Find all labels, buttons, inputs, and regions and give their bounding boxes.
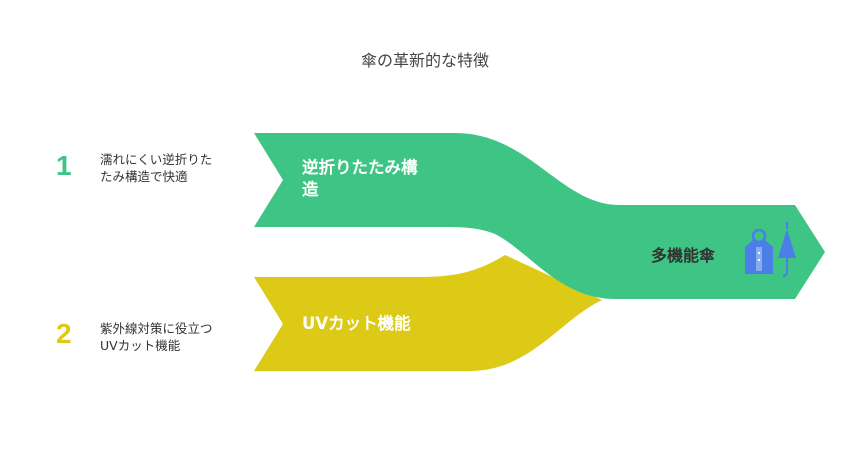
green-flow-band [254,133,825,299]
umbrella-coat-icon [745,222,796,277]
yellow-band-label: UVカット機能 [302,314,411,333]
step-number-2: 2 [56,318,72,349]
step-2-description-line-2: UVカット機能 [100,338,181,353]
step-number-1: 1 [56,150,72,181]
step-2-description-line-1: 紫外線対策に役立つ [100,321,213,336]
result-label: 多機能傘 [651,246,716,265]
diagram-title: 傘の革新的な特徴 [360,51,489,70]
step-2-description: 紫外線対策に役立つ UVカット機能 [100,320,250,354]
green-band-label-line-2: 造 [302,180,319,199]
step-1-description-line-1: 濡れにくい逆折りた [100,152,213,167]
step-1-description: 濡れにくい逆折りた たみ構造で快適 [100,151,250,185]
green-band-label: 逆折りたたみ構 造 [302,157,418,201]
step-1-description-line-2: たみ構造で快適 [100,169,188,184]
green-band-label-line-1: 逆折りたたみ構 [302,158,418,177]
yellow-flow-band [254,255,602,371]
